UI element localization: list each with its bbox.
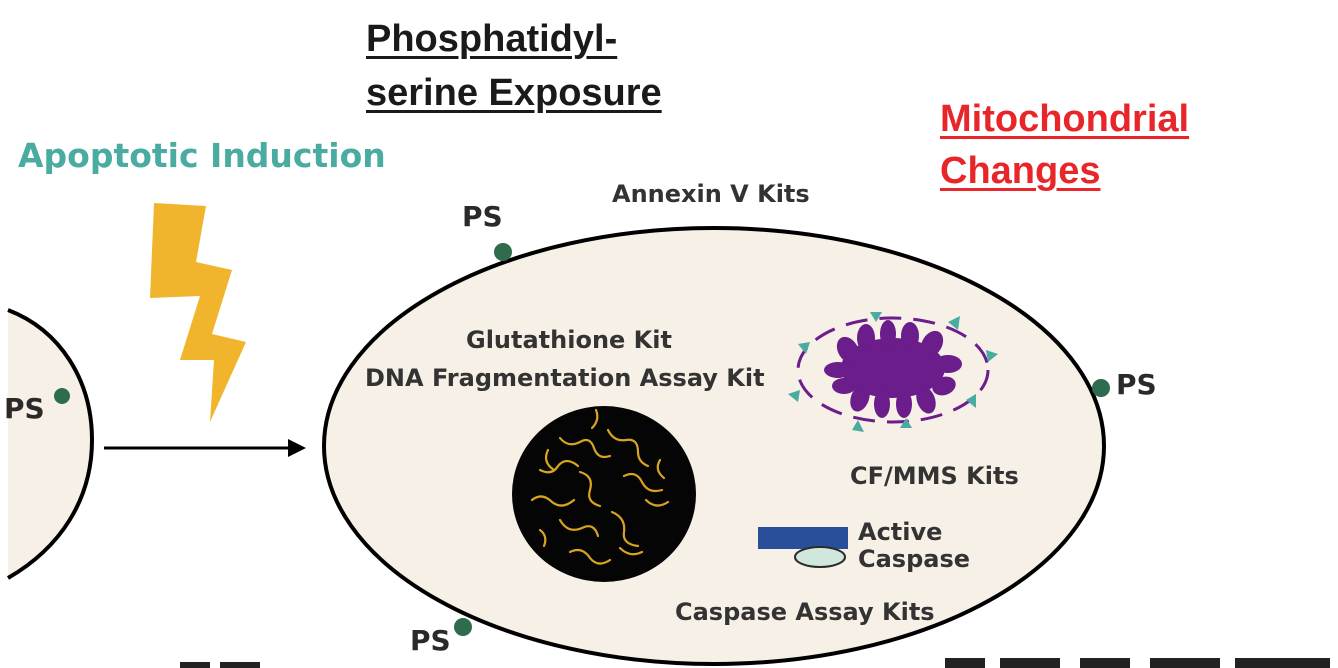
caspase-oval <box>794 546 846 568</box>
ps-dot-top <box>494 243 512 261</box>
ps-label-bottom: PS <box>410 624 451 657</box>
ps-dot-bottom <box>454 618 472 636</box>
dna-fragmentation-label: DNA Fragmentation Assay Kit <box>365 364 765 392</box>
mito-heading-line1: Mitochondrial <box>940 98 1190 140</box>
cf-mms-label: CF/MMS Kits <box>850 462 1019 490</box>
induction-arrow <box>104 439 306 457</box>
dna-fragments <box>530 408 670 565</box>
glutathione-label: Glutathione Kit <box>466 326 672 354</box>
ps-dot-right <box>1092 379 1110 397</box>
ps-exposure-heading-line2: serine Exposure <box>366 72 662 114</box>
caspase-label: Caspase <box>858 545 971 573</box>
caspase-assay-label: Caspase Assay Kits <box>675 598 935 626</box>
caspase-bar <box>758 527 848 549</box>
lightning-bolt-icon <box>150 203 246 422</box>
left-cell <box>6 308 95 580</box>
active-label: Active <box>858 518 943 546</box>
annexin-label: Annexin V Kits <box>612 180 810 208</box>
apoptotic-induction-label: Apoptotic Induction <box>18 136 386 175</box>
mito-heading-line2: Changes <box>940 150 1101 192</box>
ps-label-left: PS <box>4 392 45 425</box>
nucleus <box>512 406 696 582</box>
ps-label-right: PS <box>1116 368 1157 401</box>
ps-label-top: PS <box>462 200 503 233</box>
mito-markers <box>788 312 998 432</box>
cut-off-bottom-left <box>180 662 260 668</box>
cut-off-bottom-heading <box>945 658 1330 668</box>
ps-dot-left <box>54 388 70 404</box>
ps-exposure-heading-line1: Phosphatidyl- <box>366 18 618 60</box>
mitochondrion <box>788 312 998 432</box>
